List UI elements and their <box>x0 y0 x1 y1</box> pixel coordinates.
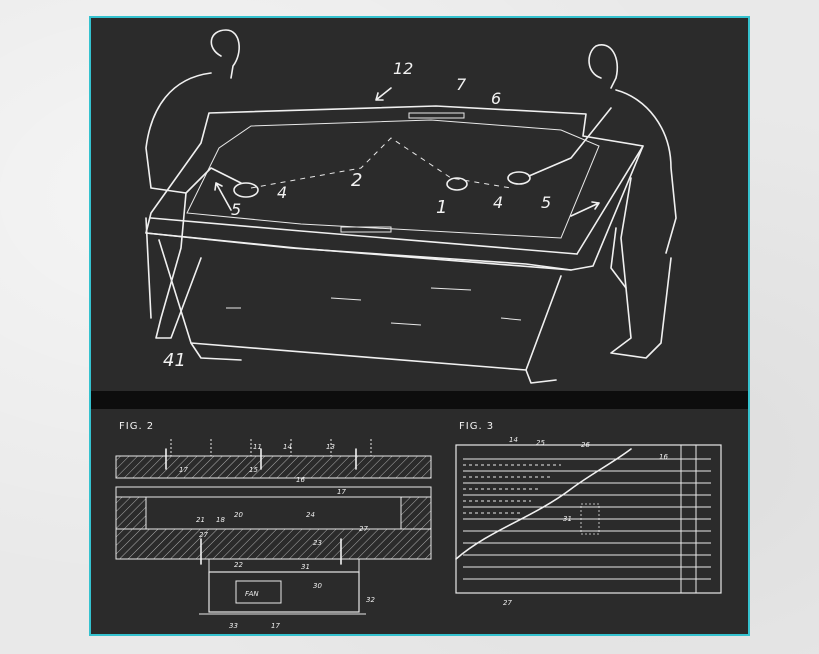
figures-2-3-panel: FIG. 2 FAN 11 14 13 17 15 16 17 21 <box>91 409 748 634</box>
fig2-ref-31: 31 <box>301 563 310 571</box>
fig-2-cross-section: FAN <box>116 439 431 614</box>
fig2-ref-30: 30 <box>313 582 322 590</box>
fig2-ref-27b: 27 <box>359 525 368 533</box>
fig2-ref-11: 11 <box>253 443 262 451</box>
fig2-ref-17b: 17 <box>337 488 346 496</box>
fig2-ref-24: 24 <box>306 511 315 519</box>
ref-label-41: 41 <box>163 350 186 371</box>
ref-label-2: 2 <box>351 170 362 191</box>
air-hockey-table-drawing: 12 7 6 2 1 4 4 5 5 41 <box>91 18 748 391</box>
ref-label-5-left: 5 <box>231 200 241 219</box>
fig2-ref-15: 15 <box>249 466 258 474</box>
fig2-ref-18: 18 <box>216 516 225 524</box>
fig2-ref-17c: 17 <box>271 622 280 630</box>
ref-label-6: 6 <box>491 89 501 108</box>
ref-label-1: 1 <box>436 197 447 218</box>
ref-label-4-right: 4 <box>493 193 503 212</box>
fig3-ref-14: 14 <box>509 436 518 444</box>
fan-label: FAN <box>245 590 259 598</box>
patent-print-frame: 12 7 6 2 1 4 4 5 5 41 FIG. 2 <box>89 16 750 636</box>
fig2-ref-33: 33 <box>229 622 238 630</box>
fig3-ref-16: 16 <box>659 453 668 461</box>
fig-2-title: FIG. 2 <box>119 421 154 432</box>
fig3-ref-25: 25 <box>536 439 545 447</box>
fig2-ref-22: 22 <box>234 561 243 569</box>
figure-1-panel: 12 7 6 2 1 4 4 5 5 41 <box>91 18 748 391</box>
fig2-ref-27a: 27 <box>199 531 208 539</box>
fig3-ref-31: 31 <box>563 515 572 523</box>
fig2-ref-16: 16 <box>296 476 305 484</box>
panel-divider <box>91 391 748 409</box>
fig2-ref-21: 21 <box>196 516 205 524</box>
fig2-ref-23: 23 <box>313 539 322 547</box>
ref-label-4-left: 4 <box>277 183 287 202</box>
ref-label-5-right: 5 <box>541 193 551 212</box>
fig3-ref-26: 26 <box>581 441 590 449</box>
cross-section-drawings: FIG. 2 FAN 11 14 13 17 15 16 17 21 <box>91 409 748 634</box>
fig3-ref-27: 27 <box>503 599 512 607</box>
fig2-ref-13: 13 <box>326 443 335 451</box>
ref-label-12: 12 <box>393 59 413 78</box>
fig2-ref-32: 32 <box>366 596 375 604</box>
fig-3-title: FIG. 3 <box>459 421 494 432</box>
fig2-ref-17a: 17 <box>179 466 188 474</box>
fig2-ref-20: 20 <box>234 511 243 519</box>
fig2-ref-14: 14 <box>283 443 292 451</box>
fig-3-plan-view <box>456 445 721 593</box>
ref-label-7: 7 <box>456 75 467 94</box>
